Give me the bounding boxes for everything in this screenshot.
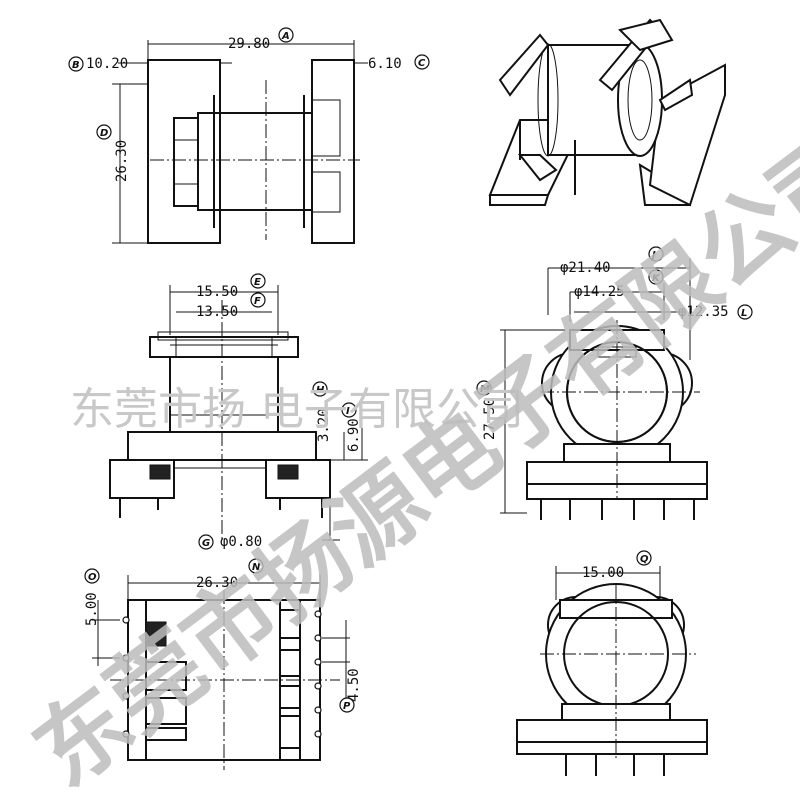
dim-height-top: 26.30 bbox=[114, 140, 130, 182]
label-a: A bbox=[281, 31, 290, 42]
right-flange bbox=[311, 59, 355, 244]
label-l: L bbox=[741, 308, 747, 319]
dim-core-dia: φ12.35 bbox=[678, 304, 729, 320]
end-base bbox=[516, 719, 708, 743]
dim-width-top: 29.80 bbox=[228, 36, 270, 52]
label-o: O bbox=[88, 572, 97, 583]
dim-h-offset: 3.20 bbox=[316, 408, 332, 442]
dim-outer-dia: φ21.40 bbox=[560, 260, 611, 276]
left-tab bbox=[173, 117, 199, 207]
label-d: D bbox=[100, 128, 108, 139]
label-h: H bbox=[316, 385, 325, 396]
dim-height-m: 27.50 bbox=[482, 398, 498, 440]
label-n: N bbox=[252, 562, 261, 573]
dim-pitch-o: 5.00 bbox=[84, 592, 100, 626]
label-e: E bbox=[254, 277, 261, 288]
dim-pitch-p: 4.50 bbox=[346, 668, 362, 702]
left-flange bbox=[147, 59, 221, 244]
dim-width-e: 15.50 bbox=[196, 284, 238, 300]
watermark-line2: 东莞市扬源电子有限公司 bbox=[15, 113, 800, 800]
bobbin-body bbox=[197, 112, 313, 211]
side-view: 15.50 E 13.50 F H I 3.20 6.90 G φ0.80 bbox=[109, 273, 368, 550]
side-top-flange bbox=[149, 336, 299, 358]
bottom-view: 26.30 N O 5.00 4.50 P bbox=[84, 558, 362, 770]
dim-flange-left: 10.20 bbox=[86, 56, 128, 72]
label-m: M bbox=[480, 384, 490, 395]
dim-width-q: 15.00 bbox=[582, 565, 624, 581]
label-j: J bbox=[650, 250, 656, 261]
dim-width-f: 13.50 bbox=[196, 304, 238, 320]
front-view: φ21.40 J φ14.25 K φ12.35 L M 27.50 bbox=[476, 246, 753, 520]
end-view: 15.00 Q bbox=[516, 550, 708, 776]
dim-flange-right: 6.10 bbox=[368, 56, 402, 72]
label-k: K bbox=[652, 273, 661, 284]
dim-inner-dia: φ14.25 bbox=[574, 284, 625, 300]
watermark-line1: 东莞市扬 电子有限公司 bbox=[70, 384, 524, 435]
label-q: Q bbox=[640, 554, 649, 565]
label-f: F bbox=[254, 296, 261, 307]
label-p: P bbox=[343, 701, 351, 712]
top-view: 29.80 A B 10.20 6.10 C D 26.30 bbox=[68, 27, 430, 244]
isometric-view bbox=[488, 18, 726, 207]
label-c: C bbox=[418, 58, 426, 69]
label-g: G bbox=[202, 538, 210, 549]
label-i: I bbox=[346, 406, 350, 417]
dim-width-n: 26.30 bbox=[196, 575, 238, 591]
label-b: B bbox=[72, 60, 80, 71]
dim-pin-dia: φ0.80 bbox=[220, 534, 262, 550]
dim-i-offset: 6.90 bbox=[346, 418, 362, 452]
